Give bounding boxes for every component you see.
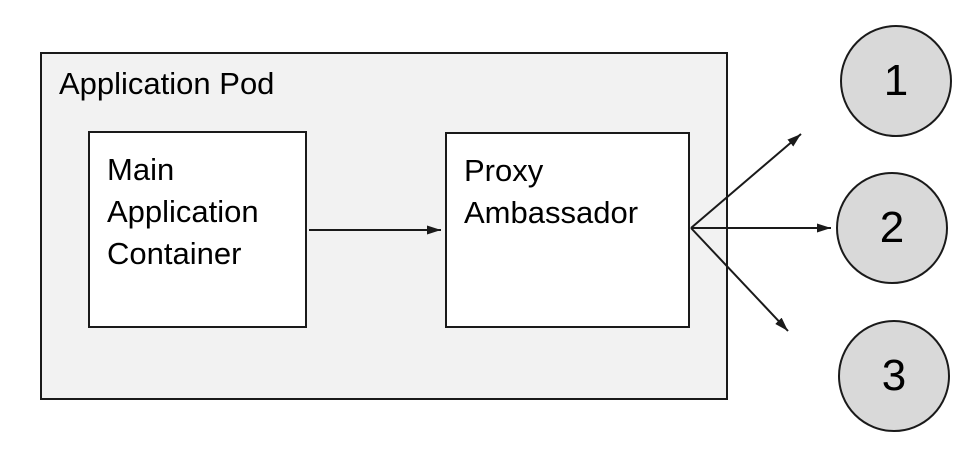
application-pod-label: Application Pod xyxy=(59,66,275,101)
endpoint-2-label: 2 xyxy=(879,203,905,252)
endpoint-node-3: 3 xyxy=(838,320,950,432)
main-application-container-label: Main Application Container xyxy=(107,152,259,271)
endpoint-node-1: 1 xyxy=(840,25,952,137)
proxy-ambassador-node: Proxy Ambassador xyxy=(445,132,690,328)
endpoint-node-2: 2 xyxy=(836,172,948,284)
proxy-ambassador-label: Proxy Ambassador xyxy=(464,153,639,230)
endpoint-1-label: 1 xyxy=(883,56,909,105)
endpoint-3-label: 3 xyxy=(881,351,907,400)
main-application-container-node: Main Application Container xyxy=(88,131,307,328)
